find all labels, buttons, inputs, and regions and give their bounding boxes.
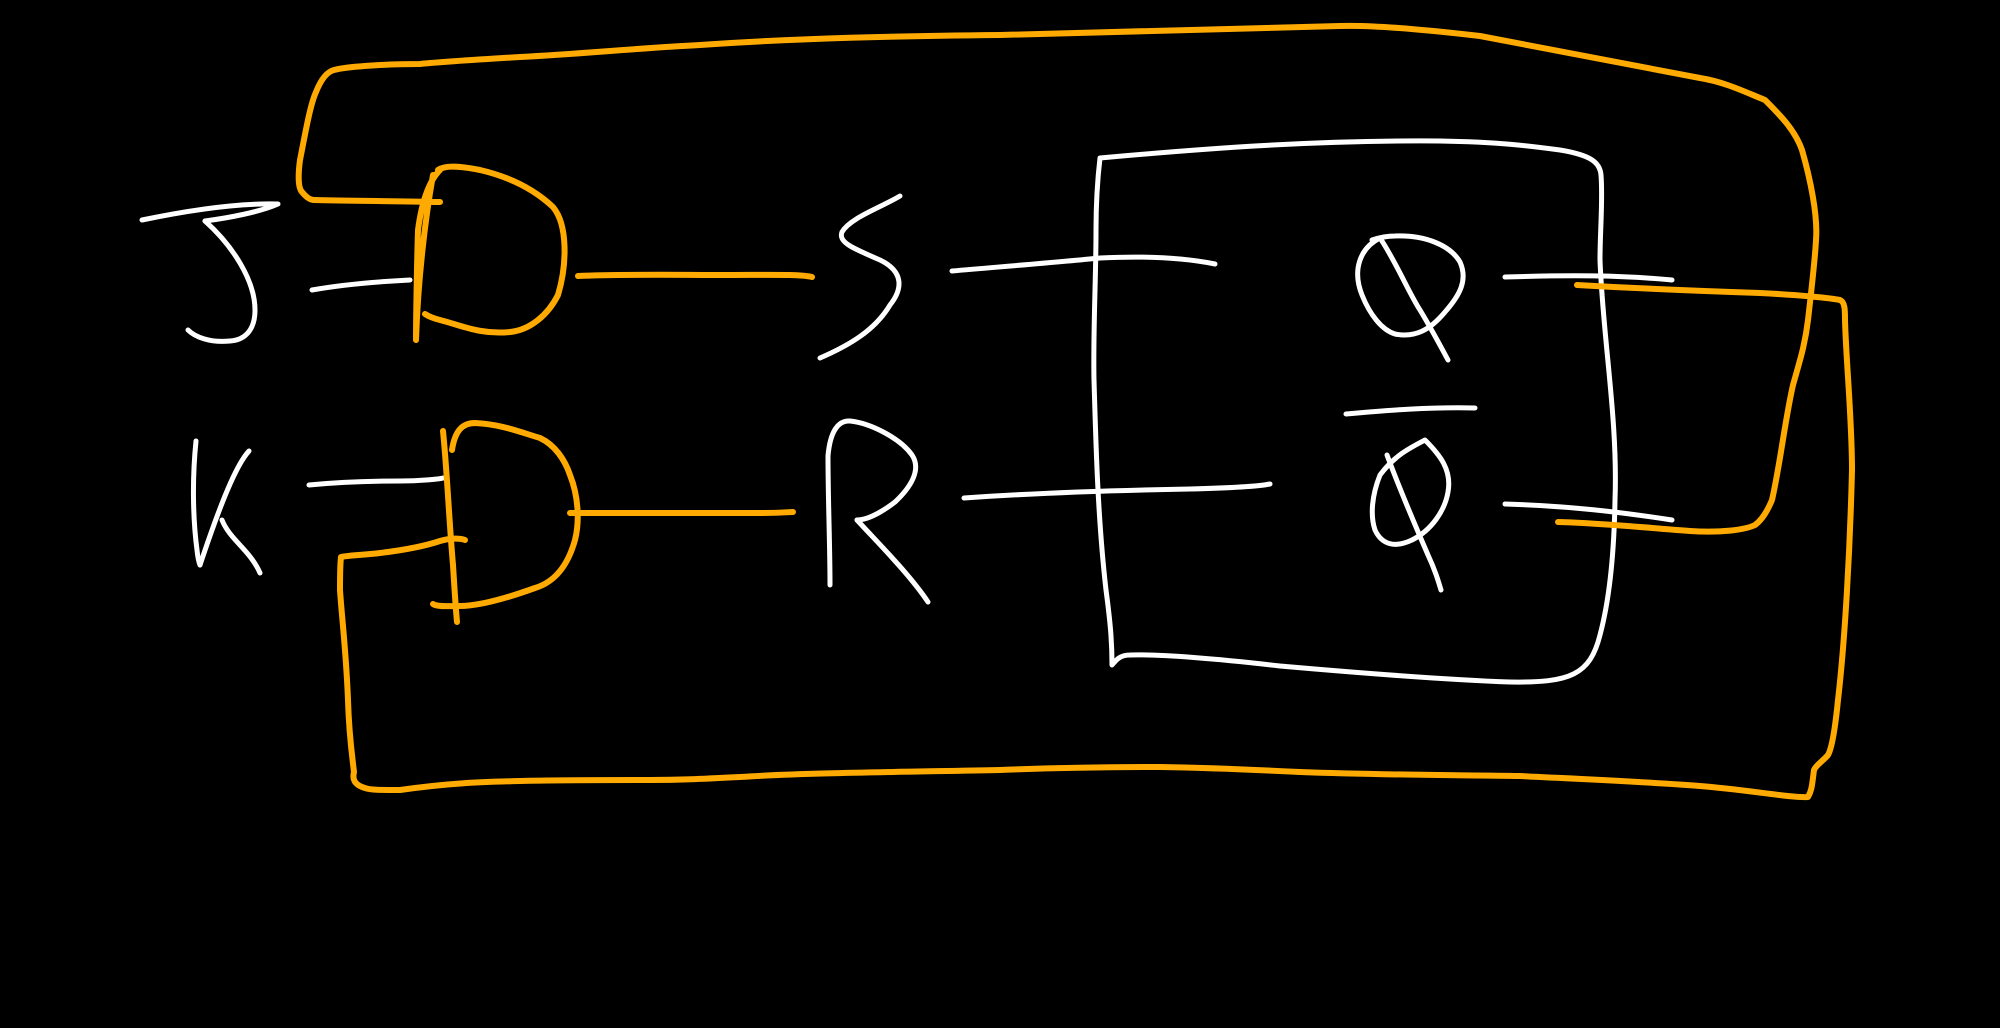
feedback-q-bar-to-j bbox=[295, 22, 1820, 535]
feedback-q-to-k bbox=[337, 282, 1855, 801]
wire-gate-2-to-r bbox=[567, 509, 796, 517]
latch-box bbox=[1091, 138, 1618, 685]
q-bar-overline bbox=[1343, 405, 1478, 417]
letter-s-strokes bbox=[817, 193, 903, 361]
letter-q-strokes bbox=[1355, 233, 1466, 363]
wire-s-to-latch bbox=[949, 254, 1218, 274]
wire-gate-1-to-s bbox=[575, 271, 815, 280]
and-gate-2 bbox=[430, 420, 581, 625]
wire-j-to-gate-1 bbox=[309, 277, 413, 293]
wire-q-out bbox=[1502, 273, 1675, 283]
and-gate-1 bbox=[413, 163, 568, 343]
letter-r-strokes bbox=[825, 418, 931, 605]
letter-j-strokes bbox=[139, 201, 281, 344]
letter-k-strokes bbox=[190, 438, 263, 576]
letter-q-bar-strokes bbox=[1369, 437, 1452, 593]
wire-q-bar-out bbox=[1502, 501, 1675, 523]
wire-r-to-latch bbox=[961, 481, 1273, 501]
wire-k-to-gate-2 bbox=[306, 475, 446, 488]
